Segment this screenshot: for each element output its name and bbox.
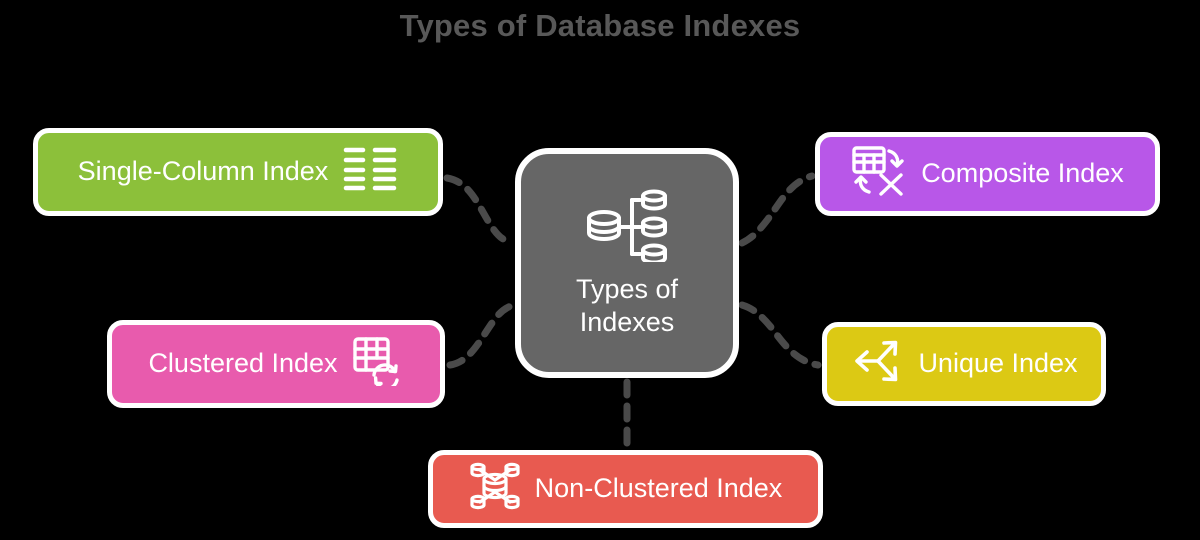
- node-label-composite-index: Composite Index: [921, 158, 1124, 189]
- node-label-unique-index: Unique Index: [918, 348, 1078, 379]
- two-column-list-icon: [342, 145, 398, 200]
- connector-hub-to-unique: [738, 301, 822, 369]
- table-swap-x-icon: [851, 145, 907, 204]
- table-refresh-icon: [352, 336, 404, 393]
- connector-hub-to-composite: [738, 172, 816, 247]
- page-title: Types of Database Indexes: [399, 8, 801, 43]
- node-clustered-index[interactable]: Clustered Index: [107, 320, 445, 408]
- node-unique-index[interactable]: Unique Index: [822, 322, 1106, 406]
- hub-node-types-of-indexes[interactable]: Types of Indexes: [515, 148, 739, 378]
- hub-label: Types of Indexes: [575, 274, 679, 337]
- distributed-database-icon: [469, 460, 521, 519]
- node-label-non-clustered-index: Non-Clustered Index: [534, 473, 783, 504]
- connector-clustered-to-hub: [446, 301, 517, 369]
- node-single-column-index[interactable]: Single-Column Index: [33, 128, 443, 216]
- node-non-clustered-index[interactable]: Non-Clustered Index: [428, 450, 823, 528]
- node-label-single-column-index: Single-Column Index: [77, 156, 329, 187]
- database-branch-icon: [584, 188, 670, 267]
- node-composite-index[interactable]: Composite Index: [815, 132, 1160, 216]
- branch-arrow-icon: [850, 335, 904, 394]
- connector-single-column-to-hub: [443, 174, 516, 247]
- node-label-clustered-index: Clustered Index: [148, 348, 338, 379]
